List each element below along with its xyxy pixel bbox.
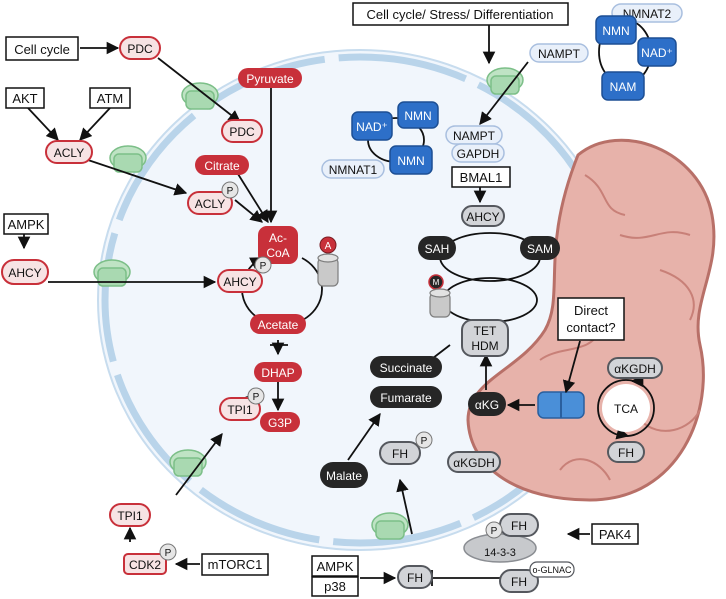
- node-succinate: Succinate: [380, 361, 433, 375]
- pill-tpi1-in: TPI1: [227, 403, 253, 417]
- box-cell-cycle: Cell cycle: [14, 42, 70, 57]
- label-1433: 14-3-3: [484, 547, 516, 559]
- pill-pyruvate: Pyruvate: [246, 72, 294, 86]
- pill-cdk2: CDK2: [129, 558, 161, 572]
- badge-p-cdk2: P: [165, 548, 172, 559]
- box-ampk-left: AMPK: [8, 217, 45, 232]
- pill-g3p: G3P: [268, 416, 292, 430]
- pill-ahcy-out: AHCY: [8, 266, 41, 280]
- pill-acly-in: ACLY: [195, 197, 225, 211]
- label-nampt-in: NAMPT: [453, 129, 496, 143]
- node-hdm: HDM: [471, 339, 498, 353]
- label-nmnat1: NMNAT1: [329, 163, 378, 177]
- box-mtorc1: mTORC1: [208, 557, 263, 572]
- box-pak4: PAK4: [599, 527, 631, 542]
- badge-p-acly: P: [227, 186, 234, 197]
- node-akgdh-mito: αKGDH: [614, 362, 656, 376]
- node-sam: SAM: [527, 242, 553, 256]
- box-contact: contact?: [566, 320, 615, 335]
- pill-tpi1-out: TPI1: [117, 509, 143, 523]
- pill-acoa-1: Ac-: [269, 231, 287, 245]
- box-akt: AKT: [12, 91, 37, 106]
- badge-p-fh: P: [421, 436, 428, 447]
- pill-pdc: PDC: [229, 125, 255, 139]
- box-stress: Cell cycle/ Stress/ Differentiation: [367, 7, 554, 22]
- node-akgdh-in: αKGDH: [453, 456, 495, 470]
- badge-a: A: [325, 241, 332, 252]
- badge-p-ahcy: P: [260, 261, 267, 272]
- box-ampk-bottom: AMPK: [317, 559, 354, 574]
- badge-p-tpi1: P: [253, 392, 260, 403]
- node-akg: αKG: [475, 398, 499, 412]
- pill-dhap: DHAP: [261, 366, 294, 380]
- node-fumarate: Fumarate: [380, 391, 432, 405]
- nad-pathway: NMNAT2 NMN NAD⁺ NAM NAMPT NAMPT GAPDH NA…: [321, 3, 683, 179]
- node-tca: TCA: [614, 402, 638, 416]
- fh-cluster: 14-3-3 FH FH o-GLNAC FH: [397, 513, 575, 593]
- mito-transporter: [537, 391, 585, 419]
- node-nad-in: NAD⁺: [356, 120, 388, 134]
- pill-acoa-2: CoA: [266, 246, 289, 260]
- node-sah: SAH: [425, 242, 450, 256]
- node-nad-tr: NAD⁺: [641, 46, 673, 60]
- regulator-boxes: Cell cycle AKT ATM AMPK Cell cycle/ Stre…: [3, 2, 639, 597]
- pill-pdc-top: PDC: [127, 42, 153, 56]
- label-gapdh: GAPDH: [457, 147, 500, 161]
- node-fh-1433: FH: [511, 519, 527, 533]
- pill-acetate: Acetate: [258, 318, 299, 332]
- node-nam: NAM: [610, 80, 637, 94]
- pill-ahcy-in: AHCY: [223, 275, 256, 289]
- pill-citrate: Citrate: [204, 159, 240, 173]
- node-ahcy: AHCY: [466, 210, 499, 224]
- label-nampt-out: NAMPT: [538, 47, 581, 61]
- badges: P P P P P P A M: [159, 181, 503, 561]
- node-tet: TET: [474, 324, 497, 338]
- badge-p-1433: P: [491, 526, 498, 537]
- box-direct: Direct: [574, 303, 608, 318]
- red-light-pills: PDC PDC ACLY ACLY AHCY AHCY TPI1 TPI1 CD…: [1, 36, 263, 575]
- node-nmn-tr: NMN: [602, 24, 629, 38]
- node-fh-main: FH: [407, 571, 423, 585]
- node-fh-mito: FH: [618, 446, 634, 460]
- badge-m: M: [433, 278, 440, 287]
- box-p38: p38: [324, 579, 346, 594]
- node-nmn-in2: NMN: [397, 154, 424, 168]
- nucleosomes: [317, 253, 451, 318]
- pill-acly-out: ACLY: [54, 146, 84, 160]
- node-nmn-in1: NMN: [404, 109, 431, 123]
- node-fh-glc: FH: [511, 575, 527, 589]
- red-solid-pills: Pyruvate Citrate Ac- CoA Acetate DHAP G3…: [195, 68, 306, 432]
- node-malate: Malate: [326, 469, 362, 483]
- box-bmal1: BMAL1: [460, 170, 503, 185]
- node-fh-in: FH: [392, 447, 408, 461]
- mito-tca: αKGDH TCA FH: [602, 357, 663, 463]
- box-atm: ATM: [97, 91, 123, 106]
- label-oglcnac: o-GLNAC: [532, 565, 572, 575]
- methyl-pathway: AHCY SAH SAM TET HDM Succinate Fumarate …: [320, 205, 560, 488]
